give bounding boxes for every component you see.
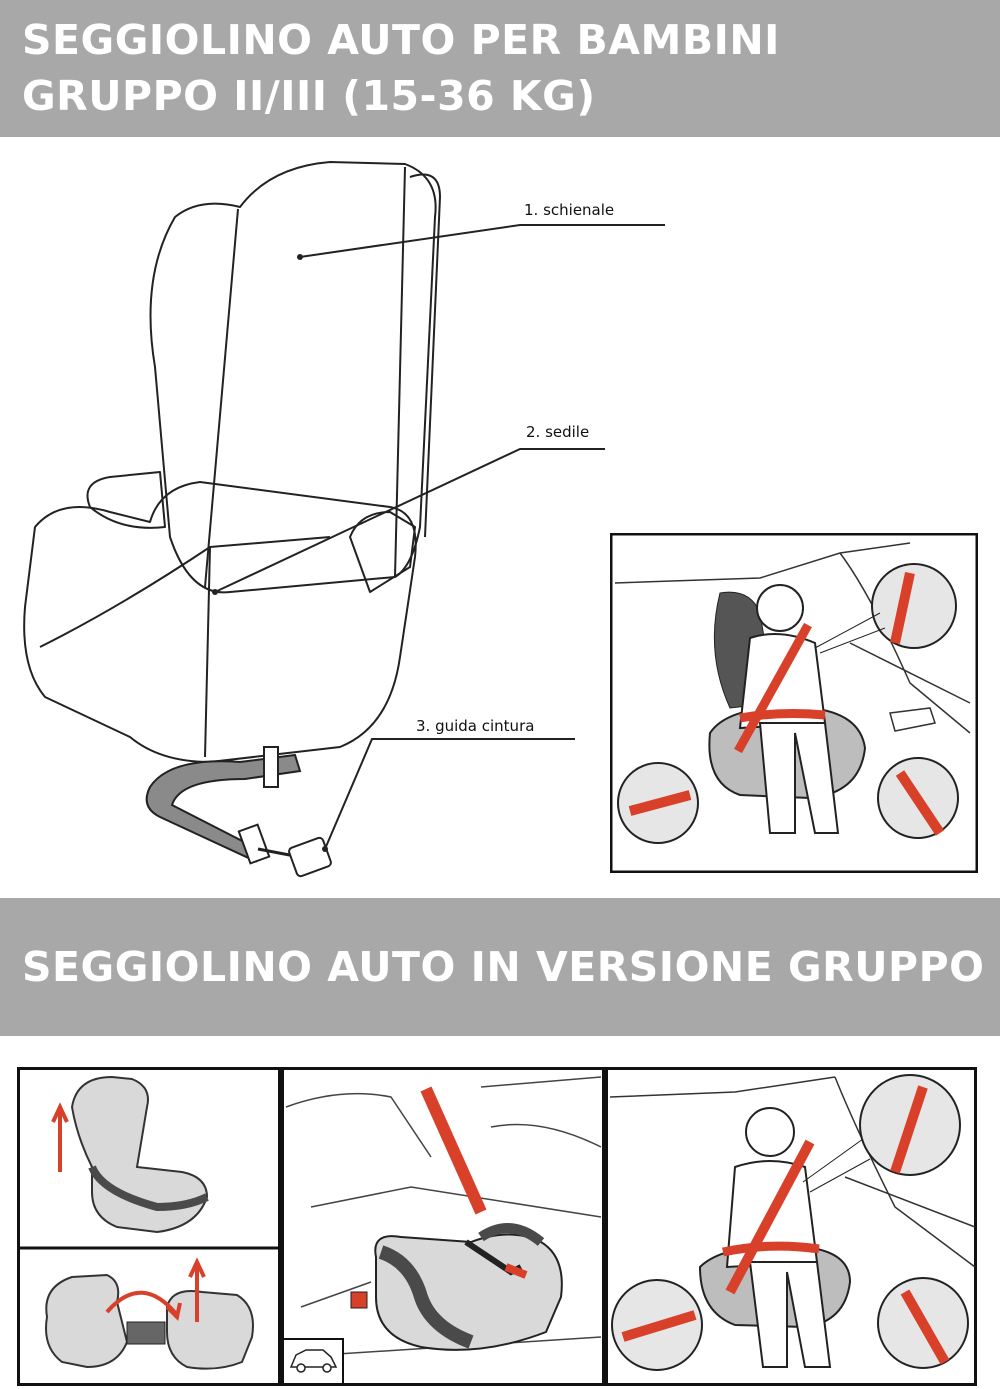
arrow-up-icon: [51, 1102, 69, 1172]
conversion-steps-panel: [17, 1067, 281, 1386]
label-backrest: 1. schienale: [524, 201, 614, 219]
title-line-1: SEGGIOLINO AUTO PER BAMBINI: [22, 16, 780, 64]
seat-outline: [23, 481, 417, 763]
section-title: SEGGIOLINO AUTO IN VERSIONE GRUPPO 3: [22, 943, 1000, 991]
arrow-up-icon-2: [188, 1257, 206, 1322]
curved-arrow-icon: [105, 1290, 182, 1322]
title-banner: SEGGIOLINO AUTO PER BAMBINI GRUPPO II/II…: [0, 0, 1000, 137]
child-booster-panel: [605, 1067, 977, 1386]
step-remove-backrest: [70, 1075, 209, 1234]
label-belt-guide: 3. guida cintura: [416, 717, 534, 735]
label-seat: 2. sedile: [526, 423, 589, 441]
seat-diagram: 1. schienale 2. sedile 3. guida cintura: [23, 161, 665, 878]
backrest-outline: [149, 161, 437, 594]
booster-in-car-panel: [281, 1067, 605, 1386]
step-fold-armrests: [45, 1273, 254, 1370]
section-banner: SEGGIOLINO AUTO IN VERSIONE GRUPPO 3: [0, 898, 1000, 1036]
car-icon: [282, 1338, 344, 1385]
title-line-2: GRUPPO II/III (15-36 KG): [22, 72, 596, 120]
belt-guide: [145, 746, 332, 878]
child-seated-illustration: [610, 533, 978, 873]
